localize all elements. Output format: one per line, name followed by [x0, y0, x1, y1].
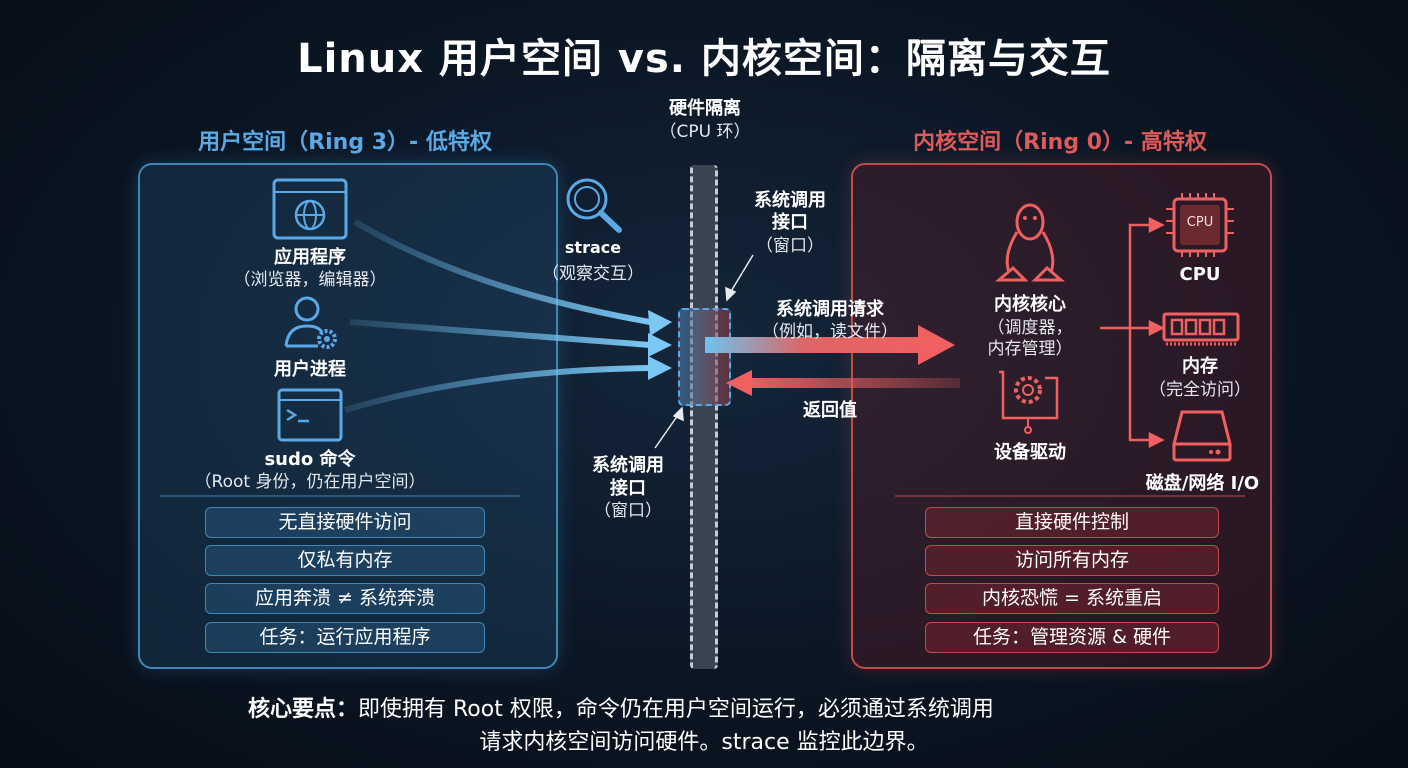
user-to-interface-arrows: [344, 219, 651, 413]
cpu-label: CPU: [1179, 264, 1221, 285]
kernel-core-sub1: （调度器，: [987, 318, 1073, 338]
disk-icon: [1172, 410, 1232, 462]
user-fact: 任务：运行应用程序: [205, 622, 485, 653]
takeaway-bold: 核心要点：: [248, 697, 359, 722]
magnifier-icon: [566, 178, 622, 233]
kernel-core-label: 内核核心: [994, 294, 1066, 315]
terminal-icon: [277, 388, 343, 442]
app-label: 应用程序: [274, 247, 346, 268]
interface-top-sub: （窗口）: [756, 236, 824, 256]
request-label: 系统调用请求: [776, 299, 884, 320]
sudo-sub: （Root 身份，仍在用户空间）: [194, 472, 426, 492]
disk-network-label: 磁盘/网络 I/O: [1145, 473, 1260, 494]
user-space-label: 用户空间（Ring 3）- 低特权: [198, 130, 492, 155]
strace-sub: （观察交互）: [542, 264, 644, 284]
takeaway-line1: 核心要点：即使拥有 Root 权限，命令仍在用户空间运行，必须通过系统调用: [248, 691, 1198, 723]
kernel-space-label: 内核空间（Ring 0）- 高特权: [913, 130, 1207, 155]
interface-bottom-label1: 系统调用: [592, 455, 664, 476]
browser-globe-icon: [272, 178, 348, 240]
return-arrow: [745, 378, 960, 388]
kernel-core-sub2: 内存管理）: [987, 339, 1073, 359]
takeaway-line2: 请求内核空间访问硬件。strace 监控此边界。: [479, 730, 929, 755]
request-sub: （例如，读文件）: [762, 322, 898, 342]
takeaway-text1: 即使拥有 Root 权限，命令仍在用户空间运行，必须通过系统调用: [358, 697, 994, 722]
process-label: 用户进程: [274, 359, 346, 380]
kernel-fact: 直接硬件控制: [925, 507, 1219, 538]
cpu-chip-text: CPU: [1186, 215, 1214, 230]
user-fact: 仅私有内存: [205, 545, 485, 576]
device-driver-icon: [999, 370, 1059, 434]
syscall-interface: [678, 308, 731, 406]
barrier-label: 硬件隔离: [669, 98, 741, 119]
process-arrow: [349, 319, 651, 348]
sudo-arrow: [344, 365, 651, 413]
barrier-sub: （CPU 环）: [659, 122, 751, 142]
kernel-fact: 任务：管理资源 & 硬件: [925, 622, 1219, 653]
memory-icon: [1162, 312, 1240, 346]
user-fact: 无直接硬件访问: [205, 507, 485, 538]
app-arrow: [353, 219, 651, 325]
return-label: 返回值: [803, 400, 857, 421]
sudo-label: sudo 命令: [264, 449, 356, 470]
device-driver-label: 设备驱动: [994, 442, 1066, 463]
user-fact: 应用奔溃 ≠ 系统奔溃: [205, 583, 485, 614]
interface-top-label2: 接口: [772, 212, 808, 233]
memory-sub: （完全访问）: [1149, 380, 1251, 400]
interface-bottom-label2: 接口: [610, 478, 646, 499]
interface-top-label1: 系统调用: [754, 190, 826, 211]
kernel-fact: 访问所有内存: [925, 545, 1219, 576]
request-arrow: [705, 337, 925, 353]
linux-penguin-icon: [995, 203, 1065, 282]
kernel-hardware-arrows: [1100, 216, 1165, 449]
strace-label: strace: [564, 238, 622, 257]
hardware-barrier: [690, 165, 718, 669]
user-gear-icon: [284, 296, 337, 349]
memory-label: 内存: [1182, 356, 1218, 377]
cpu-icon: CPU: [1166, 193, 1234, 257]
interface-bottom-sub: （窗口）: [594, 501, 662, 521]
kernel-fact: 内核恐慌 = 系统重启: [925, 583, 1219, 614]
app-sub: （浏览器，编辑器）: [233, 270, 387, 290]
page-title: Linux 用户空间 vs. 内核空间：隔离与交互: [297, 36, 1111, 82]
